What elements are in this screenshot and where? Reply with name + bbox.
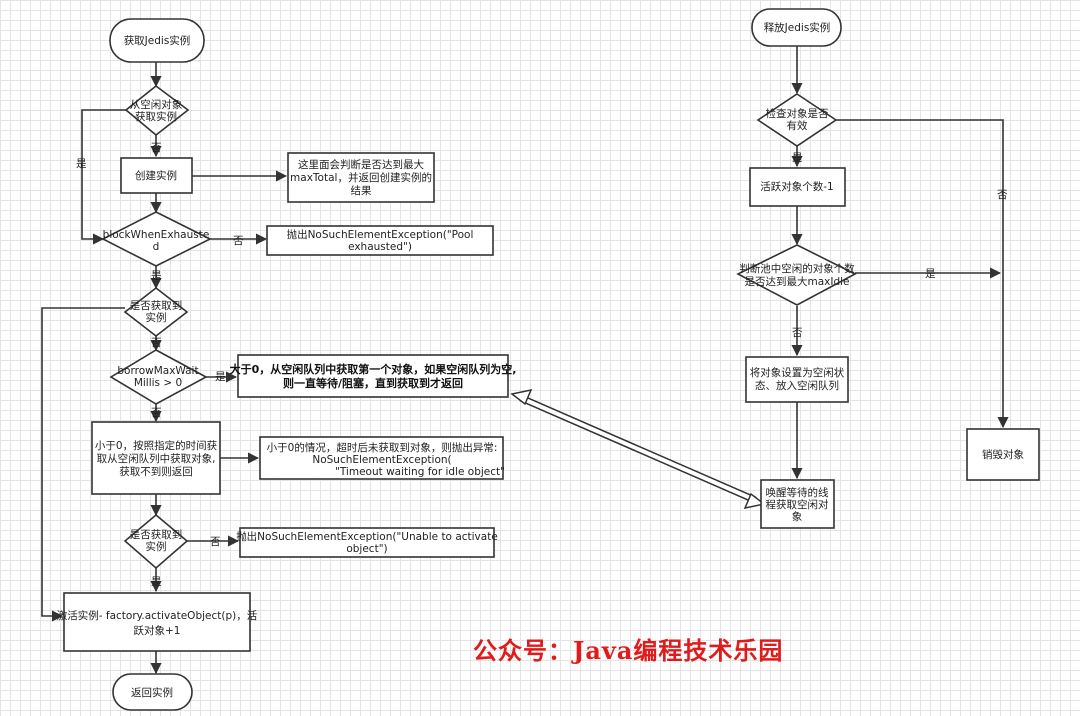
edge-check-no bbox=[835, 119, 1009, 429]
double-arrow bbox=[510, 388, 766, 510]
node-wake-line3: 象 bbox=[792, 511, 803, 523]
node-block-line1: blockWhenExhauste bbox=[103, 229, 210, 241]
label-idle-yes: 是 bbox=[76, 158, 87, 170]
node-wait-forever-line1: 大于0，从空闲队列中获取第一个对象，如果空闲队列为空, bbox=[230, 362, 517, 376]
node-activate-fail-line2: object") bbox=[346, 543, 387, 555]
node-check-valid-line1: 检查对象是否 bbox=[766, 107, 829, 120]
label-check-yes: 是 bbox=[792, 152, 803, 164]
node-wait-timeout-line2: 取从空闲队列中获取对象, bbox=[97, 452, 216, 465]
node-get-start-text: 获取Jedis实例 bbox=[124, 34, 191, 47]
node-release-start-text: 释放Jedis实例 bbox=[764, 21, 831, 34]
edge-labels: 否 是 否 是 否 是 否 否 是 是 否 是 否 bbox=[76, 142, 1008, 588]
label-maxidle-no: 否 bbox=[792, 327, 803, 339]
node-create: 创建实例 bbox=[120, 157, 193, 194]
node-return: 返回实例 bbox=[112, 673, 193, 711]
edge-idle-yes bbox=[81, 109, 126, 245]
node-got-instance-1: 是否获取到 实例 bbox=[123, 286, 189, 338]
node-create-note: 这里面会判断是否达到最大 maxTotal，并返回创建实例的 结果 bbox=[287, 152, 435, 203]
node-max-idle: 判断池中空闲的对象个数 是否达到最大maxIdle bbox=[736, 244, 857, 306]
node-got2-line2: 实例 bbox=[146, 540, 167, 553]
label-borrow-yes: 是 bbox=[215, 371, 226, 383]
node-wait-timeout-line1: 小于0，按照指定的时间获 bbox=[95, 439, 217, 452]
node-get-start: 获取Jedis实例 bbox=[109, 18, 205, 63]
connectors-left bbox=[41, 62, 288, 675]
node-got1-line2: 实例 bbox=[146, 311, 167, 324]
watermark-text: 公众号：Java编程技术乐园 bbox=[473, 636, 783, 665]
node-wait-forever: 大于0，从空闲队列中获取第一个对象，如果空闲队列为空, 则一直等待/阻塞，直到获… bbox=[230, 354, 517, 398]
node-got-instance-2: 是否获取到 实例 bbox=[123, 513, 189, 570]
node-got2-line1: 是否获取到 bbox=[130, 529, 183, 541]
node-create-note-line1: 这里面会判断是否达到最大 bbox=[298, 158, 424, 171]
node-wait-timeout: 小于0，按照指定的时间获 取从空闲队列中获取对象, 获取不到则返回 bbox=[91, 421, 221, 495]
node-set-idle-line2: 态、放入空闲队列 bbox=[755, 379, 839, 392]
node-max-idle-line1: 判断池中空闲的对象个数 bbox=[739, 262, 855, 275]
label-got2-no: 否 bbox=[210, 536, 221, 548]
label-borrow-no: 否 bbox=[151, 407, 162, 419]
node-pool-exhausted-line2: exhausted") bbox=[348, 241, 412, 253]
node-destroy: 销毁对象 bbox=[966, 428, 1040, 481]
node-borrow-max-wait: borrowMaxWait Millis > 0 bbox=[109, 349, 208, 405]
node-activate-line1: 激活实例- factory.activateObject(p)，活 bbox=[57, 609, 258, 622]
label-block-yes: 是 bbox=[151, 270, 162, 282]
label-got1-no: 否 bbox=[151, 337, 162, 349]
node-timeout-note-line3: "Timeout waiting for idle object" bbox=[335, 466, 505, 478]
node-idle-fetch: 从空闲对象 获取实例 bbox=[124, 84, 190, 137]
node-borrow-line2: Millis > 0 bbox=[134, 377, 182, 389]
node-wait-forever-line2: 则一直等待/阻塞，直到获取到才返回 bbox=[283, 376, 463, 390]
node-set-idle: 将对象设置为空闲状 态、放入空闲队列 bbox=[745, 356, 849, 403]
node-block-when-exhausted: blockWhenExhauste d bbox=[101, 211, 212, 267]
node-pool-exhausted: 抛出NoSuchElementException("Pool exhausted… bbox=[266, 225, 494, 256]
node-destroy-text: 销毁对象 bbox=[982, 448, 1024, 461]
node-wake-line2: 程获取空闲对 bbox=[766, 498, 829, 511]
node-check-valid-line2: 有效 bbox=[787, 119, 808, 132]
node-block-line2: d bbox=[153, 241, 160, 253]
node-active-decrement: 活跃对象个数-1 bbox=[749, 167, 846, 207]
label-block-no: 否 bbox=[233, 235, 244, 247]
connectors-right bbox=[791, 46, 1009, 480]
node-pool-exhausted-line1: 抛出NoSuchElementException("Pool bbox=[287, 228, 474, 241]
node-idle-fetch-line2: 获取实例 bbox=[135, 110, 177, 123]
node-idle-fetch-line1: 从空闲对象 bbox=[130, 98, 183, 111]
label-got2-yes: 是 bbox=[151, 576, 162, 588]
node-release-start: 释放Jedis实例 bbox=[751, 8, 842, 47]
node-wait-timeout-line3: 获取不到则返回 bbox=[119, 465, 193, 478]
node-set-idle-line1: 将对象设置为空闲状 bbox=[750, 366, 845, 379]
node-wake-threads: 唤醒等待的线 程获取空闲对 象 bbox=[760, 479, 835, 529]
node-create-text: 创建实例 bbox=[135, 169, 177, 182]
node-max-idle-line2: 是否达到最大maxIdle bbox=[744, 275, 849, 288]
node-wake-line1: 唤醒等待的线 bbox=[766, 486, 829, 499]
node-timeout-note-line2: NoSuchElementException( bbox=[312, 454, 451, 466]
node-timeout-note-line1: 小于0的情况，超时后未获取到对象，则抛出异常: bbox=[267, 441, 498, 454]
node-create-note-line2: maxTotal，并返回创建实例的 bbox=[290, 171, 432, 184]
node-activate-fail-line1: 抛出NoSuchElementException("Unable to acti… bbox=[236, 530, 498, 543]
node-timeout-note: 小于0的情况，超时后未获取到对象，则抛出异常: NoSuchElementExc… bbox=[259, 436, 505, 480]
node-activate-fail: 抛出NoSuchElementException("Unable to acti… bbox=[236, 527, 498, 558]
node-activate-line2: 跃对象+1 bbox=[134, 624, 181, 637]
edge-got1-yes bbox=[41, 307, 125, 622]
label-maxidle-yes: 是 bbox=[925, 268, 936, 280]
node-create-note-line3: 结果 bbox=[351, 184, 372, 197]
node-got1-line1: 是否获取到 bbox=[130, 300, 183, 312]
label-check-no: 否 bbox=[997, 189, 1008, 201]
node-check-valid: 检查对象是否 有效 bbox=[756, 93, 838, 147]
node-borrow-line1: borrowMaxWait bbox=[117, 365, 198, 377]
label-idle-no: 否 bbox=[151, 142, 162, 154]
node-return-text: 返回实例 bbox=[131, 686, 173, 699]
node-activate: 激活实例- factory.activateObject(p)，活 跃对象+1 bbox=[57, 592, 258, 652]
node-active-dec-text: 活跃对象个数-1 bbox=[760, 180, 833, 193]
